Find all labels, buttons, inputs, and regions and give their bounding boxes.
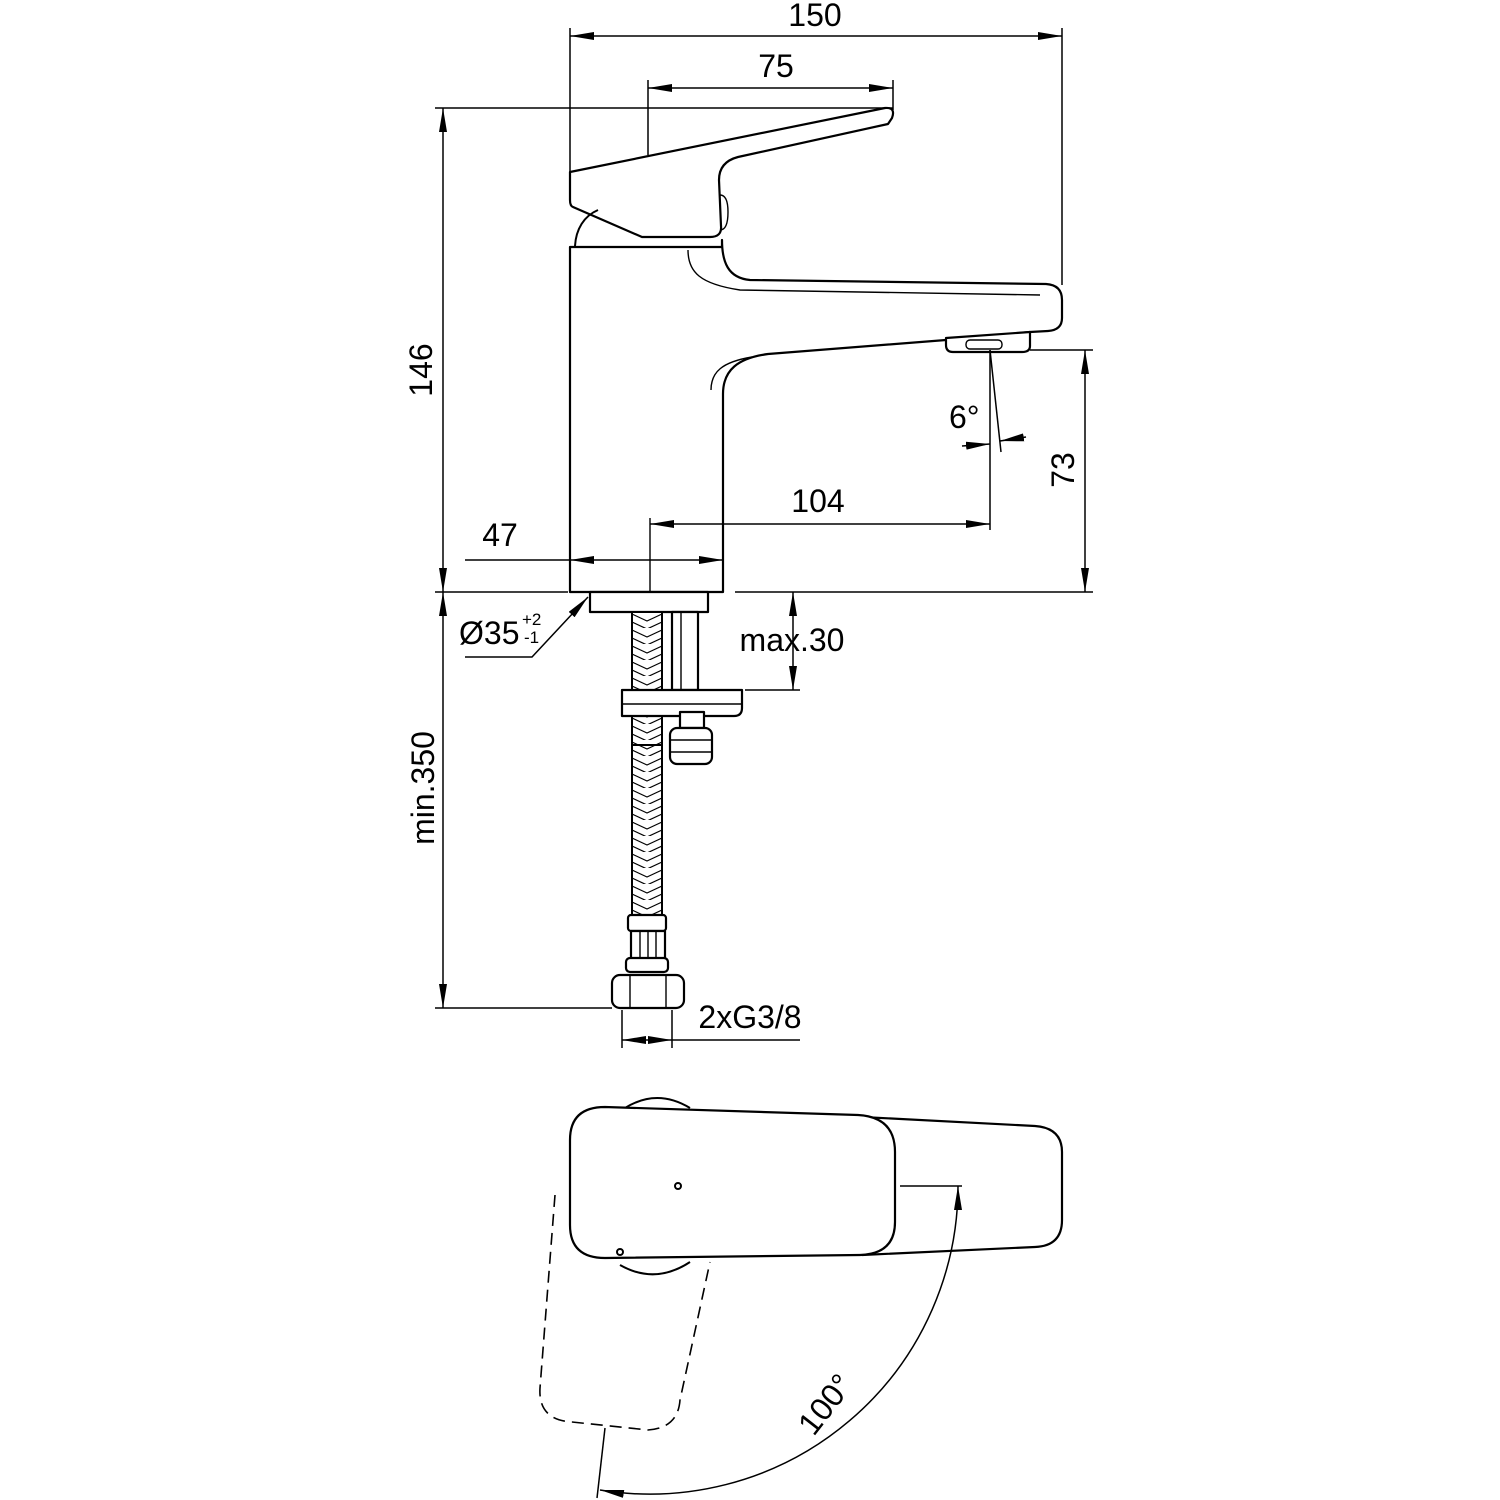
connection-thread-label: 2xG3/8 <box>698 999 801 1035</box>
dimension-spout-height: 73 <box>1030 349 1093 592</box>
fixing-nut <box>668 726 714 766</box>
cartridge-arc-bottom <box>619 1261 691 1276</box>
plan-view: 100° <box>539 1097 1064 1499</box>
dimension-hose-length: min.350 <box>405 592 612 1009</box>
under-deck-assembly: Ø35 +2 -1 max.30 min.350 2xG3/8 <box>405 590 845 1048</box>
lever-length-label: 75 <box>758 48 794 84</box>
dimension-overall-width: 150 <box>569 0 1063 285</box>
dimension-connection-thread: 2xG3/8 <box>621 999 802 1048</box>
spout-angle-label: 6° <box>949 399 980 435</box>
connection-nut <box>610 973 686 1010</box>
mounting-hole-tolerance-minus: -1 <box>524 628 539 647</box>
overall-height-label: 146 <box>403 343 439 396</box>
braided-hose <box>631 611 663 916</box>
plan-lever-outline <box>568 1105 897 1260</box>
deck-thickness-label: max.30 <box>740 622 845 658</box>
cartridge-cap <box>574 209 599 247</box>
hose-collar <box>624 956 670 974</box>
dimension-lever-length: 75 <box>647 48 894 155</box>
lever-side-groove <box>719 194 729 231</box>
dimension-deck-thickness: max.30 <box>740 592 845 691</box>
mounting-hole-tolerance-plus: +2 <box>522 610 541 629</box>
aerator-insert <box>965 339 1003 350</box>
lever-rotation-label: 100° <box>791 1367 860 1441</box>
spout-reach-label: 104 <box>791 483 844 519</box>
dimension-spout-reach: 104 <box>650 483 990 528</box>
hose-length-label: min.350 <box>405 731 441 845</box>
spout-top-edge-line <box>687 249 1041 296</box>
cartridge-arc-top <box>624 1097 691 1109</box>
body-depth-label: 47 <box>482 517 518 553</box>
hose-ferrule <box>626 913 668 933</box>
mounting-flange <box>588 590 710 614</box>
dimension-body-depth: 47 <box>465 517 723 564</box>
spout-height-label: 73 <box>1045 452 1081 488</box>
spout-outline <box>568 238 1064 594</box>
mounting-hole-label: Ø35 <box>459 615 519 651</box>
dimension-overall-height: 146 <box>403 107 893 592</box>
clamp-plate <box>620 688 744 718</box>
threaded-rod <box>670 610 700 692</box>
nut-neck <box>678 710 706 730</box>
overall-width-label: 150 <box>788 0 841 33</box>
spout-underside-edge-line <box>710 356 753 391</box>
lever-handle <box>568 106 895 239</box>
dimension-spout-angle: 6° <box>949 349 1027 530</box>
side-elevation-view: 150 75 146 73 6° <box>403 0 1093 594</box>
dimension-mounting-hole: Ø35 +2 -1 <box>459 596 589 658</box>
